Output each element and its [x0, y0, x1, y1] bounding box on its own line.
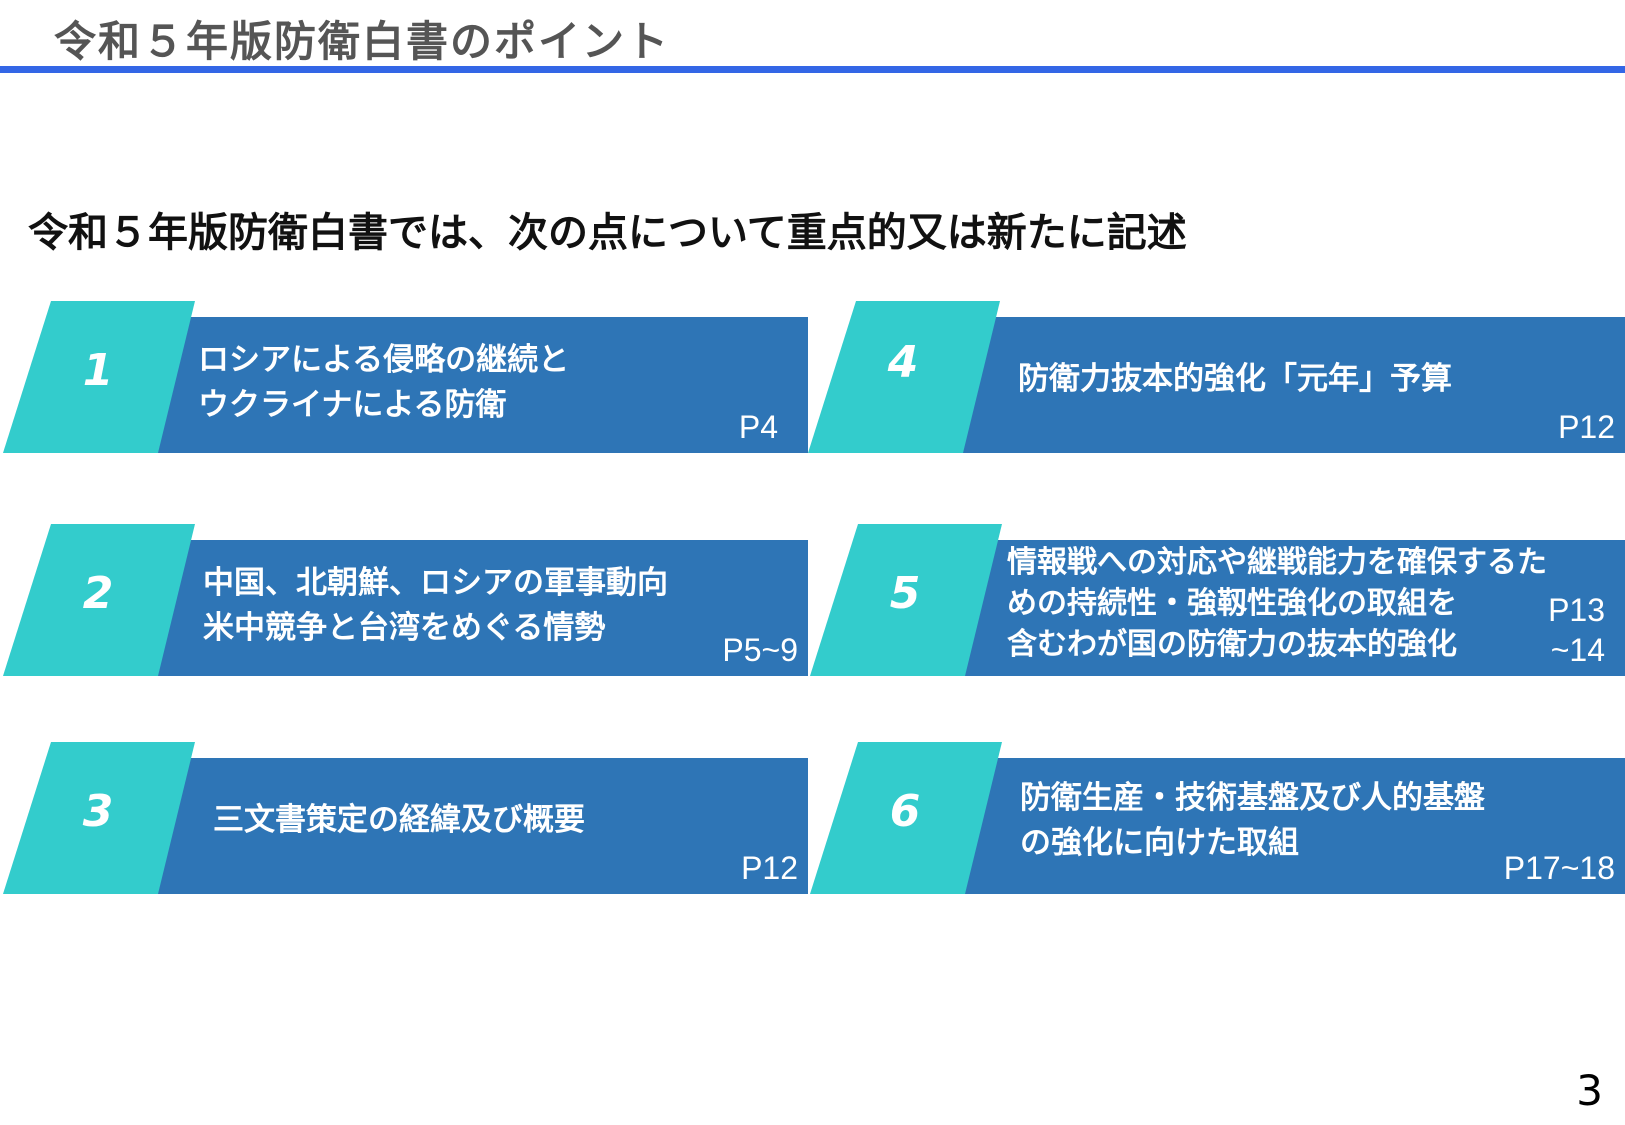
point-card-6: 6 防衛生産・技術基盤及び人的基盤 の強化に向けた取組 P17~18	[810, 742, 1625, 894]
point-card-1: 1 ロシアによる侵略の継続と ウクライナによる防衛 P4	[3, 301, 808, 453]
point-number: 5	[889, 568, 921, 619]
page-title: 令和５年版防衛白書のポイント	[54, 17, 671, 66]
point-page: P12	[1558, 409, 1615, 445]
point-bar	[945, 317, 1625, 453]
point-bar	[947, 540, 1625, 676]
point-number: 4	[887, 337, 919, 388]
point-number: 3	[82, 786, 114, 837]
point-bar	[140, 540, 808, 676]
point-text: 中国、北朝鮮、ロシアの軍事動向 米中競争と台湾をめぐる情勢	[203, 565, 668, 646]
point-number: 1	[82, 345, 114, 396]
point-card-5: 5 情報戦への対応や継戦能力を確保するた めの持続性・強靱性強化の取組を 含むわ…	[810, 524, 1625, 676]
point-number: 2	[82, 568, 114, 619]
point-bar	[947, 758, 1625, 894]
lead-text: 令和５年版防衛白書では、次の点について重点的又は新たに記述	[28, 210, 1187, 256]
point-card-2: 2 中国、北朝鮮、ロシアの軍事動向 米中競争と台湾をめぐる情勢 P5~9	[3, 524, 808, 676]
point-page: P17~18	[1503, 850, 1615, 886]
point-page: P4	[738, 409, 778, 445]
point-bar	[140, 317, 808, 453]
point-page: P12	[741, 850, 798, 886]
point-page: P13 ~14	[1548, 592, 1605, 668]
point-text: 防衛力抜本的強化「元年」予算	[1018, 361, 1452, 397]
point-bar	[140, 758, 808, 894]
header-rule	[0, 66, 1625, 73]
point-text: 防衛生産・技術基盤及び人的基盤 の強化に向けた取組	[1020, 780, 1485, 861]
point-card-3: 3 三文書策定の経緯及び概要 P12	[3, 742, 808, 894]
page-number: 3	[1576, 1066, 1603, 1115]
point-card-4: 4 防衛力抜本的強化「元年」予算 P12	[808, 301, 1625, 453]
point-text: 情報戦への対応や継戦能力を確保するた めの持続性・強靱性強化の取組を 含むわが国…	[1007, 545, 1547, 662]
point-text: 三文書策定の経緯及び概要	[213, 802, 585, 838]
point-page: P5~9	[722, 632, 798, 668]
point-text: ロシアによる侵略の継続と ウクライナによる防衛	[198, 342, 570, 423]
point-number: 6	[889, 786, 921, 837]
